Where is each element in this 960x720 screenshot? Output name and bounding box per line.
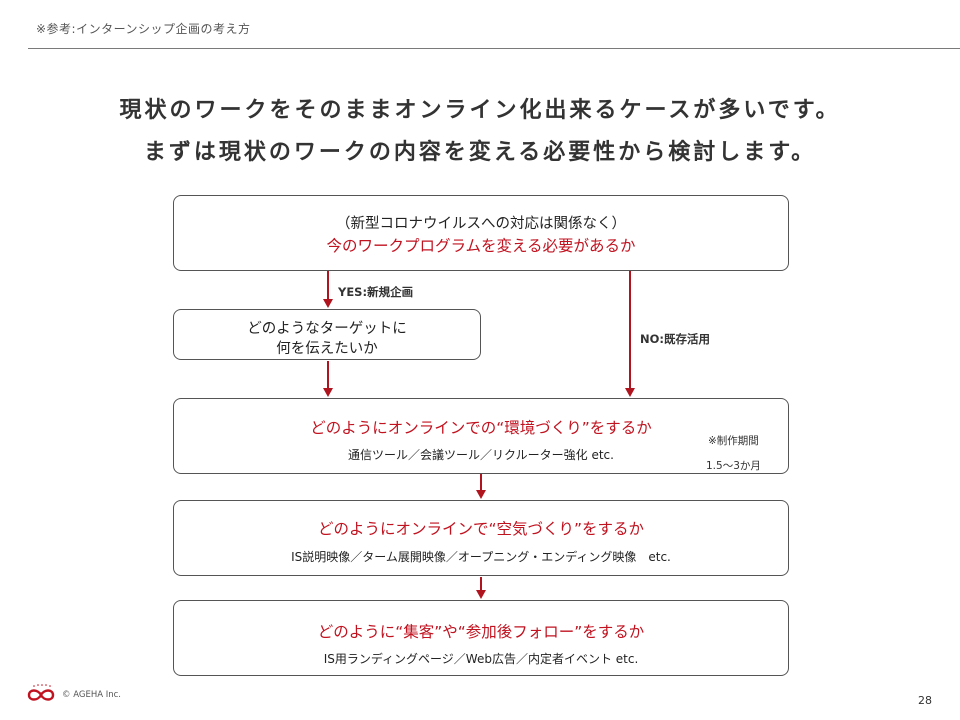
target-box: どのようなターゲットに 何を伝えたいか — [173, 309, 481, 360]
environment-detail: 通信ツール／会議ツール／リクルーター強化 etc. — [348, 448, 614, 462]
recruitment-title: どのように“集客”や“参加後フォロー”をするか — [317, 623, 645, 641]
arrow-yes-head — [323, 299, 333, 308]
header-divider — [28, 48, 960, 49]
atmosphere-title: どのようにオンラインで“空気づくり”をするか — [317, 520, 645, 538]
arrow-box3-box4-head — [476, 490, 486, 499]
question-box: （新型コロナウイルスへの対応は関係なく） 今のワークプログラムを変える必要がある… — [173, 195, 789, 271]
environment-title: どのようにオンラインでの“環境づくり”をするか — [310, 419, 652, 437]
yes-label: YES:新規企画 — [338, 285, 414, 299]
arrow-no-head — [625, 388, 635, 397]
arrow-box4-box5-head — [476, 590, 486, 599]
environment-box: どのようにオンラインでの“環境づくり”をするか 通信ツール／会議ツール／リクルー… — [173, 398, 789, 474]
production-period-label: ※制作期間 — [708, 435, 759, 447]
target-line-2: 何を伝えたいか — [276, 341, 378, 357]
question-line-2: 今のワークプログラムを変える必要があるか — [326, 237, 636, 255]
no-label: NO:既存活用 — [640, 332, 710, 346]
recruitment-box: どのように“集客”や“参加後フォロー”をするか IS用ランディングページ／Web… — [173, 600, 789, 676]
reference-label: ※参考:インターンシップ企画の考え方 — [36, 22, 251, 36]
production-period-value: 1.5〜3か月 — [706, 460, 761, 472]
copyright: © AGEHA Inc. — [62, 690, 122, 700]
headline-line-1: 現状のワークをそのままオンライン化出来るケースが多いです。 — [119, 98, 841, 123]
ageha-logo-icon — [27, 684, 55, 701]
arrow-target-head — [323, 388, 333, 397]
target-line-1: どのようなターゲットに — [247, 321, 407, 337]
atmosphere-box: どのようにオンラインで“空気づくり”をするか IS説明映像／ターム展開映像／オー… — [173, 500, 789, 576]
headline-line-2: まずは現状のワークの内容を変える必要性から検討します。 — [143, 140, 817, 165]
recruitment-detail: IS用ランディングページ／Web広告／内定者イベント etc. — [323, 652, 639, 666]
question-line-1: （新型コロナウイルスへの対応は関係なく） — [336, 216, 626, 232]
atmosphere-detail: IS説明映像／ターム展開映像／オープニング・エンディング映像 etc. — [291, 550, 671, 564]
page-number: 28 — [918, 694, 932, 707]
